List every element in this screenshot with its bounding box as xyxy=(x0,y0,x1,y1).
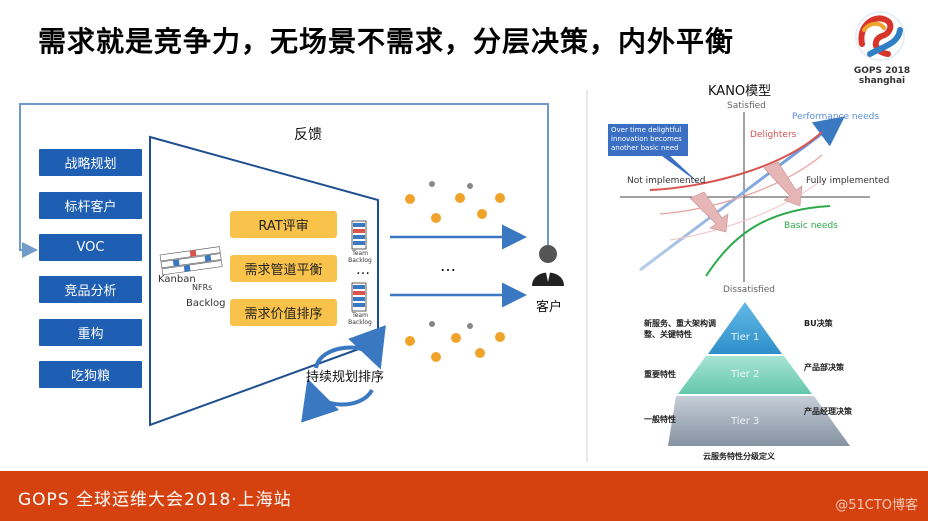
feedback-loop-line xyxy=(19,103,549,258)
flow-ellipsis: … xyxy=(440,256,456,275)
funnel-item-pipeline-balance[interactable]: 需求管道平衡 xyxy=(230,255,337,282)
kano-delighters-curve xyxy=(649,131,823,191)
footer-bar xyxy=(0,471,928,521)
kano-fully-implemented-label: Fully implemented xyxy=(806,176,890,186)
kanban-label: Kanban xyxy=(158,274,196,285)
source-strategy-planning[interactable]: 战略规划 xyxy=(39,149,142,176)
funnel-item-rat-review[interactable]: RAT评审 xyxy=(230,211,337,238)
kano-callout-box xyxy=(608,124,688,156)
pyramid-right-label-3: 产品经理决策 xyxy=(804,407,852,416)
customer-label: 客户 xyxy=(536,300,563,315)
pyramid-tier-2 xyxy=(678,356,812,394)
refresh-arrow-top xyxy=(314,325,386,370)
team-cluster-top xyxy=(405,181,505,223)
kano-satisfied-label: Satisfied xyxy=(727,101,766,111)
pyramid-right-label-1: BU决策 xyxy=(804,319,833,328)
pyramid-right-label-2: 产品部决策 xyxy=(804,363,844,372)
team-backlog-label-bottom: Team Backlog xyxy=(348,312,372,326)
customer-icon xyxy=(532,245,564,286)
pyramid-tier-2-label: Tier 2 xyxy=(731,369,760,380)
source-benchmark-customers[interactable]: 标杆客户 xyxy=(39,192,142,219)
kano-shift-arrow-right xyxy=(763,161,803,207)
team-backlog-stack-bottom xyxy=(351,282,367,312)
backlog-ellipsis: … xyxy=(356,262,370,278)
footer-text: GOPS 全球运维大会2018·上海站 xyxy=(18,490,292,510)
logo-year: 2018 xyxy=(885,66,911,76)
kano-delighters-label: Delighters xyxy=(750,130,797,140)
funnel-item-value-ranking[interactable]: 需求价值排序 xyxy=(230,299,337,326)
page-title: 需求就是竞争力，无场景不需求，分层决策，内外平衡 xyxy=(38,25,735,58)
pyramid-tier-3 xyxy=(668,396,850,446)
refresh-arrow-bottom xyxy=(301,378,374,423)
source-competitor-analysis[interactable]: 竞品分析 xyxy=(39,276,142,303)
kano-dissatisfied-label: Dissatisfied xyxy=(723,285,775,295)
nfrs-label: NFRs xyxy=(192,283,213,292)
kano-basic-label: Basic needs xyxy=(784,221,838,231)
source-dogfooding[interactable]: 吃狗粮 xyxy=(39,361,142,388)
continuous-planning-label: 持续规划排序 xyxy=(306,370,385,385)
team-backlog-stack-top xyxy=(351,220,367,250)
pyramid-tier-1-label: Tier 1 xyxy=(731,332,760,343)
logo-brand: GOPS xyxy=(853,66,882,76)
pyramid-caption: 云服务特性分级定义 xyxy=(703,452,775,461)
logo-city: shanghai xyxy=(858,76,906,86)
kano-basic-curve xyxy=(705,205,831,277)
backlog-stack-icon xyxy=(159,246,223,276)
pyramid-tier-3-label: Tier 3 xyxy=(731,416,760,427)
feedback-label: 反馈 xyxy=(294,127,322,143)
kano-performance-label: Performance needs xyxy=(792,112,880,122)
pyramid-tier-1 xyxy=(708,302,782,354)
backlog-label: Backlog xyxy=(186,298,226,309)
kano-callout-text: Over time delightful innovation becomes … xyxy=(611,126,682,152)
team-cluster-bottom xyxy=(405,321,505,362)
pyramid-left-label-2: 重要特性 xyxy=(644,370,676,379)
watermark: @51CTO博客 xyxy=(835,498,918,513)
source-refactor[interactable]: 重构 xyxy=(39,319,142,346)
team-backlog-label-top: Team Backlog xyxy=(348,250,372,264)
pyramid-left-label-1: 新服务、重大架构调整、关键特性 xyxy=(644,319,716,339)
pyramid-left-label-3: 一般特性 xyxy=(644,415,676,424)
source-voc[interactable]: VOC xyxy=(39,234,142,261)
logo-caption: GOPS 2018 shanghai xyxy=(838,66,926,86)
kano-shift-arrow-left xyxy=(689,191,729,233)
kano-not-implemented-label: Not implemented xyxy=(627,176,706,186)
kano-title: KANO模型 xyxy=(708,84,772,99)
